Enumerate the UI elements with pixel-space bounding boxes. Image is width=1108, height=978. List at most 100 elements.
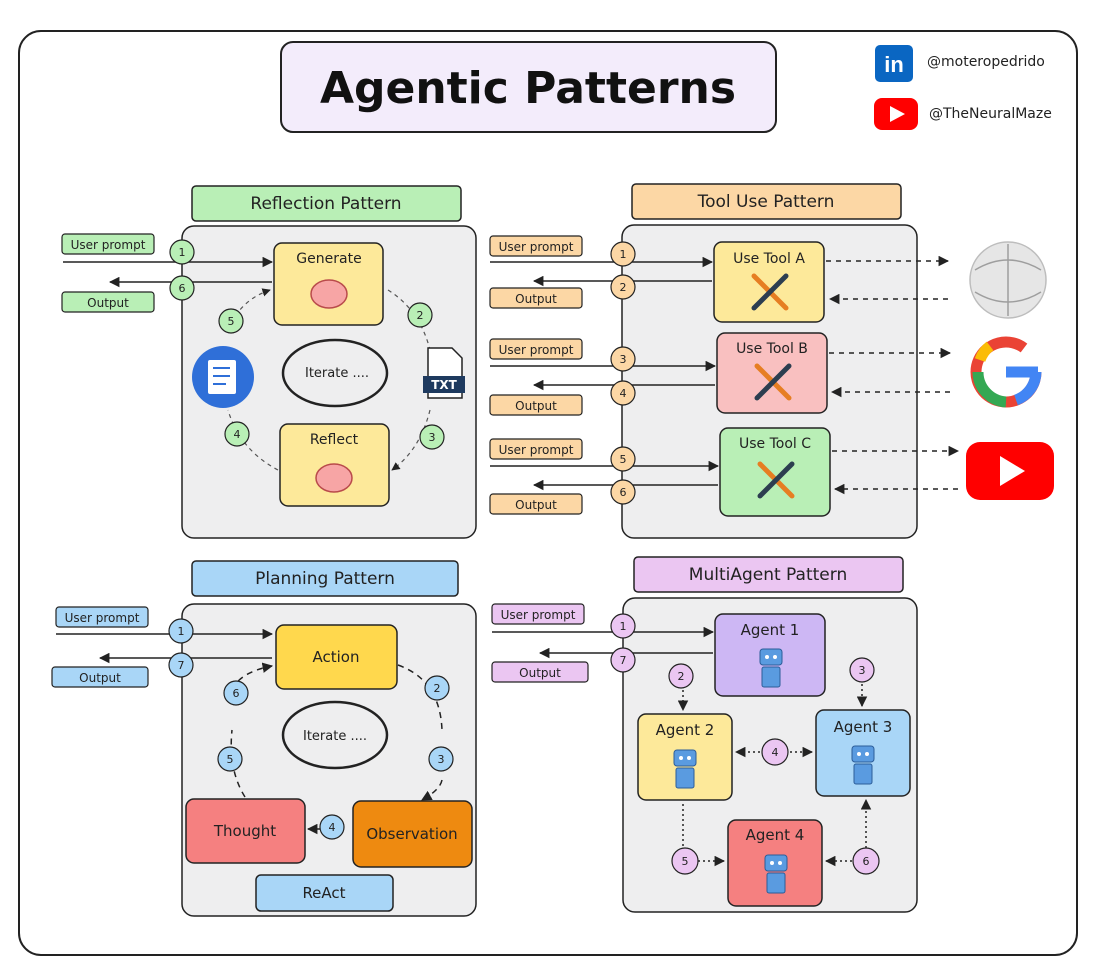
svg-text:Output: Output <box>519 666 561 680</box>
svg-text:5: 5 <box>227 753 234 766</box>
svg-text:Agent 1: Agent 1 <box>741 621 800 639</box>
svg-text:6: 6 <box>233 687 240 700</box>
youtube-handle: @TheNeuralMaze <box>929 106 1052 122</box>
wrench-screwdriver-icon <box>754 363 792 401</box>
svg-text:Iterate ....: Iterate .... <box>305 366 369 381</box>
iterate-loop <box>281 700 389 770</box>
svg-text:4: 4 <box>620 387 627 400</box>
reflection-user-prompt-tag <box>61 233 155 255</box>
svg-text:6: 6 <box>620 486 627 499</box>
svg-text:2: 2 <box>417 309 424 322</box>
svg-text:Output: Output <box>515 292 557 306</box>
svg-text:3: 3 <box>620 353 627 366</box>
youtube-logo-icon <box>966 442 1054 500</box>
svg-text:User prompt: User prompt <box>71 238 146 252</box>
action-box <box>275 624 398 690</box>
tool-b-row: User prompt Output 3 4 Use Tool B <box>489 332 1042 416</box>
wrench-screwdriver-icon <box>751 273 789 311</box>
multiagent-step-circles: 1 2 3 4 5 6 7 <box>610 613 880 875</box>
svg-text:Agent 2: Agent 2 <box>656 721 715 739</box>
svg-text:Output: Output <box>515 498 557 512</box>
use-tool-a-box <box>713 241 825 323</box>
multiagent-pattern: MultiAgent Pattern User prompt Output Ag… <box>491 556 918 913</box>
svg-text:ReAct: ReAct <box>302 884 345 902</box>
svg-text:Tool Use Pattern: Tool Use Pattern <box>697 192 835 212</box>
svg-text:Use Tool B: Use Tool B <box>736 341 808 357</box>
svg-text:Output: Output <box>87 296 129 310</box>
svg-text:TXT: TXT <box>431 378 457 392</box>
iterate-loop <box>281 338 389 408</box>
reflection-pattern: Reflection Pattern User prompt Output Ge… <box>61 185 477 539</box>
svg-text:User prompt: User prompt <box>499 343 574 357</box>
linkedin-icon[interactable] <box>875 45 913 82</box>
svg-text:Generate: Generate <box>296 251 361 267</box>
svg-text:6: 6 <box>863 855 870 868</box>
svg-text:Agent 4: Agent 4 <box>746 826 805 844</box>
multiagent-user-prompt-tag <box>491 603 585 625</box>
tool-a-row: User prompt Output 1 2 Use Tool A <box>489 235 1047 323</box>
svg-text:7: 7 <box>620 654 627 667</box>
svg-text:4: 4 <box>234 428 241 441</box>
agent-2-box: Agent 2 <box>637 713 733 801</box>
svg-text:2: 2 <box>678 670 685 683</box>
svg-text:5: 5 <box>228 315 235 328</box>
svg-text:Action: Action <box>313 648 360 666</box>
svg-text:5: 5 <box>620 453 627 466</box>
reflection-panel <box>181 225 477 539</box>
svg-text:Reflect: Reflect <box>310 432 359 448</box>
multiagent-output-tag <box>491 661 589 683</box>
svg-text:User prompt: User prompt <box>499 240 574 254</box>
svg-text:Thought: Thought <box>213 822 276 840</box>
reflection-output-tag <box>61 291 155 313</box>
svg-text:1: 1 <box>620 248 627 261</box>
planning-step-circles: 1 2 3 4 5 6 7 <box>168 618 454 840</box>
svg-text:Output: Output <box>515 399 557 413</box>
svg-text:1: 1 <box>620 620 627 633</box>
robot-icon <box>759 648 783 688</box>
svg-text:User prompt: User prompt <box>499 443 574 457</box>
use-tool-b-box <box>716 332 828 414</box>
planning-header <box>191 560 459 597</box>
use-tool-c-box <box>719 427 831 517</box>
planning-user-prompt-tag <box>55 606 149 628</box>
reflection-header <box>191 185 462 222</box>
svg-text:in: in <box>884 52 904 77</box>
svg-text:Output: Output <box>79 671 121 685</box>
robot-icon <box>673 749 697 789</box>
outer-frame <box>18 30 1078 956</box>
svg-text:5: 5 <box>682 855 689 868</box>
title-box: Agentic Patterns <box>280 41 777 133</box>
svg-text:Planning Pattern: Planning Pattern <box>255 569 395 589</box>
txt-file-icon: TXT <box>423 347 465 399</box>
youtube-row[interactable]: @TheNeuralMaze <box>874 98 1052 130</box>
agent-1-box: Agent 1 <box>714 613 826 697</box>
svg-text:Iterate ....: Iterate .... <box>303 729 367 744</box>
svg-text:3: 3 <box>429 431 436 444</box>
svg-text:User prompt: User prompt <box>65 611 140 625</box>
svg-text:4: 4 <box>329 821 336 834</box>
observation-box <box>352 800 473 868</box>
page-title: Agentic Patterns <box>320 63 736 114</box>
svg-text:3: 3 <box>859 664 866 677</box>
svg-text:MultiAgent Pattern: MultiAgent Pattern <box>689 565 847 585</box>
svg-text:Reflection Pattern: Reflection Pattern <box>250 194 401 214</box>
svg-text:Agent 3: Agent 3 <box>834 718 893 736</box>
robot-icon <box>764 854 788 894</box>
svg-text:6: 6 <box>179 282 186 295</box>
svg-text:2: 2 <box>620 281 627 294</box>
brain-icon <box>310 279 348 309</box>
linkedin-handle: @moteropedrido <box>927 54 1045 70</box>
agent-3-box: Agent 3 <box>815 709 911 797</box>
svg-text:User prompt: User prompt <box>501 608 576 622</box>
linkedin-row[interactable]: in @moteropedrido <box>875 45 1045 82</box>
svg-text:Use Tool A: Use Tool A <box>733 251 805 267</box>
tool-use-pattern: Tool Use Pattern User prompt Output 1 2 … <box>489 183 1054 539</box>
planning-pattern: Planning Pattern User prompt Output Acti… <box>51 560 477 917</box>
react-box <box>255 874 394 912</box>
svg-text:2: 2 <box>434 682 441 695</box>
svg-text:Observation: Observation <box>366 825 457 843</box>
svg-text:4: 4 <box>772 746 779 759</box>
svg-text:1: 1 <box>179 246 186 259</box>
